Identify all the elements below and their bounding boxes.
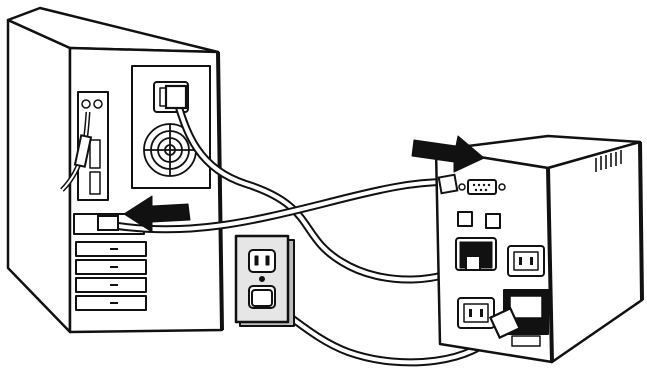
arrow-into-ups-serial-port <box>411 135 485 173</box>
ups-side-panel <box>546 140 644 364</box>
ups-vent-slits <box>595 150 622 172</box>
ups-unit <box>434 134 644 364</box>
ups-breaker <box>511 335 541 347</box>
serial-data-cable <box>114 178 450 234</box>
serial-plug-ups <box>437 173 459 195</box>
tower-side-panel <box>6 18 72 334</box>
outlet-receptacle-top <box>248 249 276 273</box>
ps2-port-icon <box>81 99 91 109</box>
parallel-port-icon <box>89 171 101 195</box>
ups-input-plug <box>488 306 522 340</box>
wall-plug <box>251 289 273 307</box>
psu-plug <box>164 84 188 110</box>
wall-outlet <box>234 234 295 327</box>
serial-port-icon <box>89 139 101 169</box>
ups-serial-port <box>467 179 497 195</box>
ps2-port-icon-2 <box>93 99 103 109</box>
power-cord <box>172 94 470 284</box>
computer-tower <box>6 6 224 334</box>
ups-jack-right <box>485 213 501 229</box>
arrow-into-computer-port <box>123 195 191 233</box>
ups-jack-left <box>457 211 473 227</box>
peripheral-plug <box>73 134 93 168</box>
serial-plug-computer <box>97 215 119 231</box>
